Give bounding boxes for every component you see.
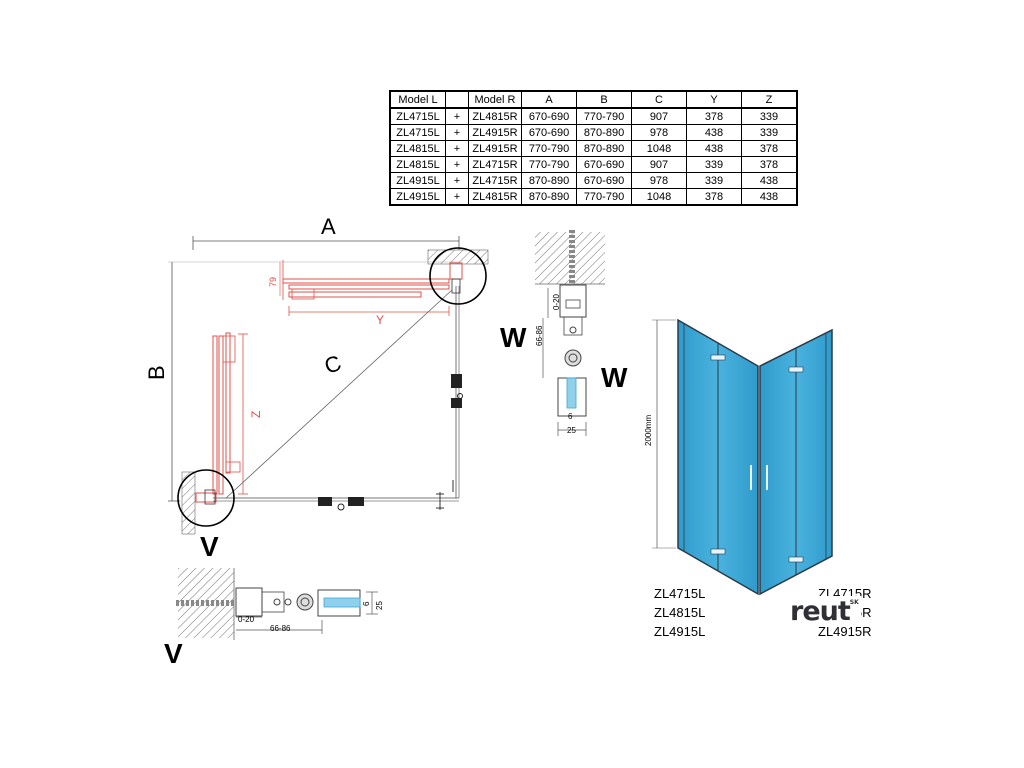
cell-c: 907: [631, 107, 687, 125]
cell-b: 870-890: [576, 140, 632, 157]
plan-view: [168, 236, 489, 535]
cell-z: 438: [741, 172, 798, 189]
dimension-label-y: Y: [376, 313, 385, 327]
cell-c: 1048: [631, 188, 687, 206]
model-list-item: ZL4715L: [654, 586, 706, 601]
cell-a: 770-790: [521, 156, 577, 173]
col-header-model-r: Model R: [468, 90, 522, 109]
spec-table: Model L Model R A B C Y Z ZL4715L+ZL4815…: [389, 90, 798, 206]
dimension-label-79: 79: [268, 276, 278, 287]
detail-w-dim-6: 6: [568, 412, 573, 421]
cell-b: 770-790: [576, 188, 632, 206]
render-height-label: 2000mm: [644, 414, 653, 446]
cell-model-r: ZL4715R: [468, 172, 522, 189]
detail-w-drawing: [535, 230, 605, 436]
detail-marker-v: V: [200, 531, 219, 562]
dimension-label-z: Z: [249, 410, 263, 418]
detail-v-title: V: [164, 638, 183, 669]
col-header-c: C: [631, 90, 687, 109]
table-header-row: Model L Model R A B C Y Z: [389, 90, 798, 109]
brand-logo-sup: SK: [849, 599, 859, 606]
cell-model-l: ZL4815L: [389, 156, 446, 173]
hinge-right-2: [451, 398, 462, 408]
wall-hatch-left: [181, 471, 196, 535]
detail-v-dim-6: 6: [362, 601, 371, 606]
brand-logo-text: reut: [790, 596, 851, 627]
hinge-right-1: [451, 374, 462, 388]
door-panel-z: [212, 332, 248, 495]
cell-b: 670-690: [576, 172, 632, 189]
model-list-left: ZL4715L ZL4815L ZL4915L: [654, 584, 705, 641]
hinge-bottom-1: [318, 497, 332, 506]
cell-model-l: ZL4715L: [389, 107, 446, 125]
diagonal-c: [225, 289, 453, 499]
cell-model-l: ZL4715L: [389, 124, 446, 141]
detail-v-drawing: [176, 568, 378, 640]
door-panel-y: [279, 260, 450, 316]
dimension-label-a: A: [321, 214, 336, 239]
cell-a: 670-690: [521, 124, 577, 141]
cell-y: 339: [686, 156, 742, 173]
col-header-model-l: Model L: [389, 90, 446, 109]
detail-marker-w: W: [601, 362, 628, 393]
cell-y: 339: [686, 172, 742, 189]
cell-b: 770-790: [576, 107, 632, 125]
hinge-bottom-2: [348, 497, 364, 506]
brand-logo: reutSK: [788, 596, 861, 627]
detail-v-dim-66-86: 66-86: [270, 624, 291, 633]
detail-v-dim-0-20: 0-20: [238, 615, 255, 624]
detail-v-dim-25: 25: [375, 601, 384, 610]
cell-y: 438: [686, 124, 742, 141]
cell-model-l: ZL4915L: [389, 188, 446, 206]
cell-z: 438: [741, 188, 798, 206]
cell-y: 378: [686, 188, 742, 206]
cell-model-r: ZL4915R: [468, 124, 522, 141]
cell-c: 1048: [631, 140, 687, 157]
model-list-item: ZL4915L: [654, 624, 706, 639]
detail-w-dim-66-86: 66-86: [535, 325, 544, 346]
col-header-y: Y: [686, 90, 742, 109]
detail-circle-v: [177, 469, 235, 527]
detail-w-dim-0-20: 0-20: [552, 293, 561, 310]
cell-y: 378: [686, 107, 742, 125]
cell-model-r: ZL4915R: [468, 140, 522, 157]
cell-model-r: ZL4815R: [468, 188, 522, 206]
cell-a: 670-690: [521, 107, 577, 125]
cell-z: 339: [741, 107, 798, 125]
cell-model-l: ZL4915L: [389, 172, 446, 189]
shower-render: [652, 318, 833, 596]
model-list-item: ZL4915R: [818, 624, 872, 639]
col-header-z: Z: [741, 90, 798, 109]
dimension-label-b: B: [144, 365, 169, 380]
wall-hatch-top: [427, 249, 489, 265]
detail-w-title: W: [500, 322, 527, 353]
model-list-item: ZL4815L: [654, 605, 706, 620]
detail-w-dim-25: 25: [567, 426, 576, 435]
detail-circle-w: [429, 247, 487, 305]
col-header-a: A: [521, 90, 577, 109]
